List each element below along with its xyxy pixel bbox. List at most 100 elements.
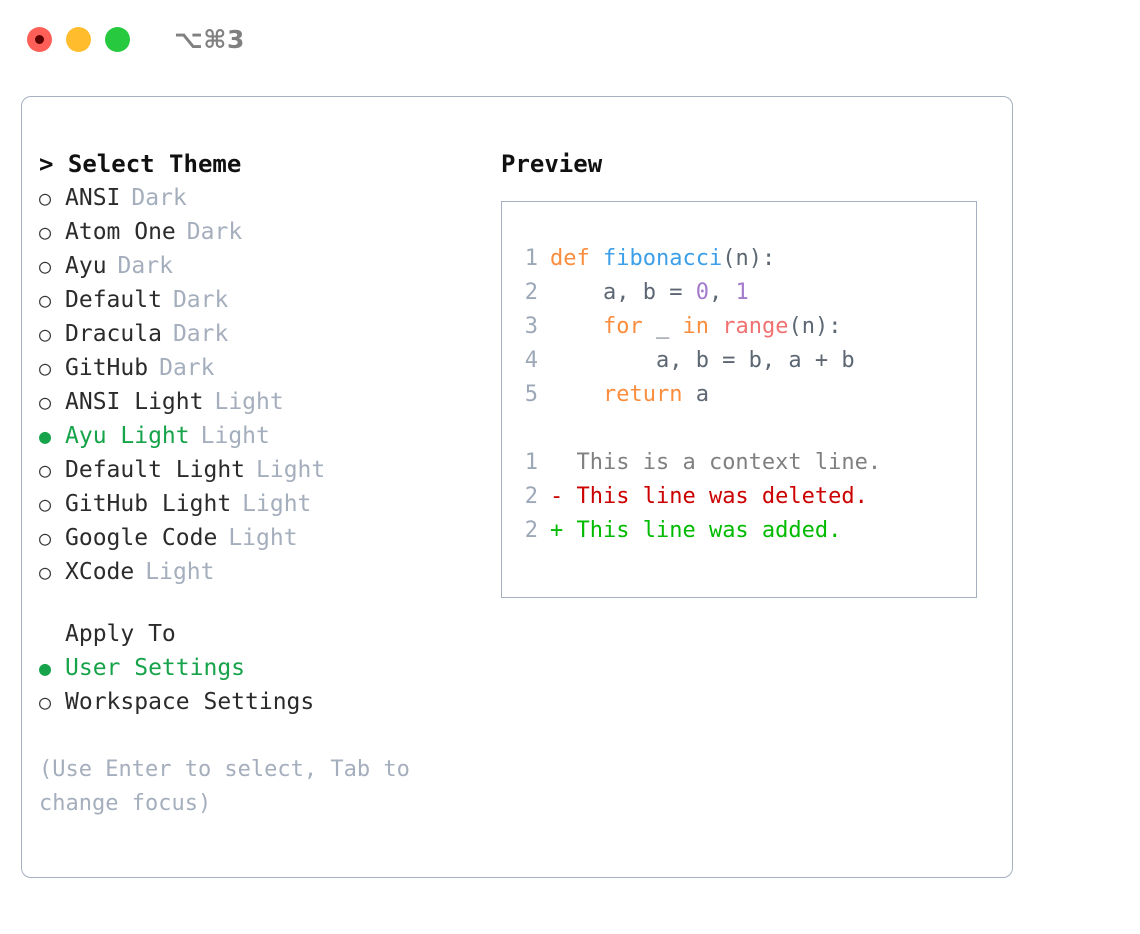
code-token-txt: a: [682, 382, 709, 407]
diff-line-number: 2: [524, 518, 538, 543]
radio-unselected-icon: ○: [39, 492, 52, 516]
diff-line-text: This is a context line.: [563, 450, 882, 475]
theme-variant-tag: Dark: [172, 321, 229, 347]
apply-to-option-workspace-settings[interactable]: ○ Workspace Settings: [39, 685, 479, 719]
theme-option-ansi-light[interactable]: ○ ANSI Light Light: [39, 385, 479, 419]
title-bar: ⌥⌘3: [0, 0, 1140, 78]
theme-variant-tag: Light: [228, 525, 298, 551]
diff-line-text: This line was deleted.: [563, 484, 868, 509]
code-token-kw: return: [602, 382, 683, 407]
diff-marker-icon: -: [550, 484, 564, 509]
code-token-fn: fibonacci: [602, 246, 723, 271]
radio-selected-icon: ●: [39, 656, 52, 680]
theme-variant-tag: Dark: [159, 355, 215, 381]
preview-heading: Preview: [501, 150, 603, 178]
theme-option-dracula[interactable]: ○ Dracula Dark: [39, 317, 479, 351]
theme-variant-tag: Light: [145, 559, 215, 585]
theme-option-label: ANSI: [65, 185, 121, 211]
theme-option-label: GitHub Light: [65, 491, 232, 517]
theme-option-ayu-light[interactable]: ● Ayu Light Light: [39, 419, 479, 453]
radio-unselected-icon: ○: [39, 356, 52, 380]
code-line: 5 return a: [512, 378, 976, 412]
code-line-text: return a: [550, 378, 709, 412]
theme-variant-tag: Light: [200, 423, 270, 449]
apply-to-options: ● User Settings ○ Workspace Settings: [39, 651, 479, 719]
code-token-num: 0: [695, 280, 709, 305]
code-token-kw: in: [682, 314, 709, 339]
apply-to-option-label: User Settings: [65, 655, 246, 681]
select-theme-heading: > Select Theme: [39, 150, 242, 178]
diff-line-number: 2: [524, 484, 538, 509]
line-number: 4: [524, 348, 538, 373]
theme-variant-tag: Dark: [131, 185, 187, 211]
radio-unselected-icon: ○: [39, 322, 52, 346]
radio-unselected-icon: ○: [39, 288, 52, 312]
keyboard-hint-text: (Use Enter to select, Tab to change focu…: [39, 757, 410, 816]
theme-variant-tag: Dark: [117, 253, 173, 279]
line-number: 3: [524, 314, 538, 339]
code-token-txt: _: [642, 314, 683, 339]
theme-option-label: XCode: [65, 559, 135, 585]
maximize-button-icon[interactable]: [105, 26, 130, 52]
close-button-icon[interactable]: [27, 26, 52, 52]
diff-marker-icon: +: [550, 518, 564, 543]
code-line: 2 a, b = 0, 1: [512, 276, 976, 310]
theme-variant-tag: Light: [214, 389, 284, 415]
theme-option-xcode[interactable]: ○ XCode Light: [39, 555, 479, 589]
theme-option-label: Atom One: [65, 219, 176, 245]
code-line: 4 a, b = b, a + b: [512, 344, 976, 378]
radio-unselected-icon: ○: [39, 458, 52, 482]
radio-unselected-icon: ○: [39, 560, 52, 584]
theme-option-github-light[interactable]: ○ GitHub Light Light: [39, 487, 479, 521]
radio-selected-icon: ●: [39, 424, 52, 448]
theme-option-label: Default Light: [65, 457, 246, 483]
code-line: 3 for _ in range(n):: [512, 310, 976, 344]
diff-line-del: 2- This line was deleted.: [512, 480, 976, 514]
code-token-kw: def: [550, 246, 603, 271]
theme-option-default-light[interactable]: ○ Default Light Light: [39, 453, 479, 487]
diff-line-add: 2+ This line was added.: [512, 514, 976, 548]
theme-variant-tag: Dark: [186, 219, 243, 245]
theme-variant-tag: Dark: [172, 287, 229, 313]
code-token-txt: ,: [708, 280, 736, 305]
radio-unselected-icon: ○: [39, 254, 52, 278]
theme-option-atom-one[interactable]: ○ Atom One Dark: [39, 215, 479, 249]
apply-to-section: Apply To ●User Settings○Workspace Settin…: [39, 617, 479, 719]
theme-option-label: Ayu: [65, 253, 107, 279]
radio-unselected-icon: ○: [39, 390, 52, 414]
code-token-txt: [709, 314, 722, 339]
code-token-kw: for: [602, 314, 643, 339]
radio-unselected-icon: ○: [39, 526, 52, 550]
minimize-button-icon[interactable]: [66, 26, 91, 52]
code-token-call: range: [722, 314, 789, 339]
code-line-text: a, b = 0, 1: [550, 276, 749, 310]
code-line-text: def fibonacci(n):: [550, 242, 775, 276]
code-diff-separator: [512, 412, 976, 446]
radio-unselected-icon: ○: [39, 690, 52, 714]
code-token-txt: a, b = b, a + b: [550, 348, 855, 373]
theme-variant-tag: Light: [242, 491, 312, 517]
code-line-text: for _ in range(n):: [550, 310, 841, 344]
code-token-num: 1: [735, 280, 749, 305]
theme-option-ayu[interactable]: ○ Ayu Dark: [39, 249, 479, 283]
theme-option-label: Dracula: [65, 321, 162, 347]
apply-to-option-label: Workspace Settings: [65, 689, 315, 715]
diff-line-ctx: 1 This is a context line.: [512, 446, 976, 480]
theme-option-label: ANSI Light: [65, 389, 204, 415]
window-title: ⌥⌘3: [174, 24, 245, 54]
theme-variant-tag: Light: [256, 457, 326, 483]
apply-to-option-user-settings[interactable]: ● User Settings: [39, 651, 479, 685]
theme-option-label: Ayu Light: [65, 423, 190, 449]
radio-unselected-icon: ○: [39, 220, 52, 244]
code-token-txt: [550, 314, 603, 339]
